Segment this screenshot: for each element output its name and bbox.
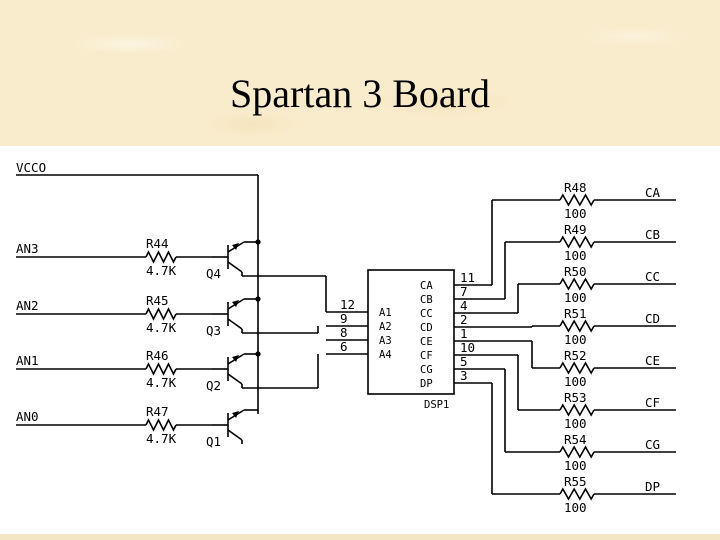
anode-pin-name: A4: [379, 349, 392, 361]
segment-resistor-symbol: [559, 277, 595, 291]
segment-pin-name: CA: [420, 280, 433, 292]
segment-pin-number: 7: [460, 284, 468, 299]
segment-resistor-symbol: [559, 193, 595, 207]
base-resistor-value: 4.7K: [146, 431, 177, 446]
segment-pin-number: 3: [460, 368, 468, 383]
segment-resistor-value: 100: [564, 290, 587, 305]
segment-resistor-ref: R49: [564, 222, 587, 237]
transistor-ref: Q4: [206, 266, 221, 281]
base-resistor-symbol: [145, 307, 177, 321]
emitter-arrow: [232, 411, 239, 418]
base-resistor-ref: R45: [146, 293, 169, 308]
segment-pin-name: CC: [420, 308, 433, 320]
segment-net-label: CC: [645, 269, 660, 284]
anode-net-label: AN2: [16, 298, 39, 313]
display-body: [367, 269, 455, 395]
segment-resistor-symbol: [559, 319, 595, 333]
segment-resistor-value: 100: [564, 374, 587, 389]
junction-dot: [255, 351, 261, 357]
segment-pin-number: 5: [460, 354, 468, 369]
segment-resistor-symbol: [559, 487, 595, 501]
base-resistor-symbol: [145, 250, 177, 264]
segment-pin-number: 1: [460, 326, 468, 341]
segment-resistor-value: 100: [564, 500, 587, 515]
base-resistor-ref: R44: [146, 236, 169, 251]
segment-pin-name: CG: [420, 364, 433, 376]
segment-resistor-symbol: [559, 403, 595, 417]
segment-pin-name: CB: [420, 294, 433, 306]
title-band: [0, 0, 720, 146]
segment-resistor-ref: R51: [564, 306, 587, 321]
segment-resistor-value: 100: [564, 458, 587, 473]
segment-pin-number: 11: [460, 270, 475, 285]
anode-pin-number: 12: [340, 297, 355, 312]
base-resistor-symbol: [145, 418, 177, 432]
anode-net-label: AN0: [16, 409, 39, 424]
anode-pin-number: 6: [340, 339, 348, 354]
anode-pin-number: 8: [340, 325, 348, 340]
segment-resistor-value: 100: [564, 416, 587, 431]
junction-dot: [255, 296, 261, 302]
segment-pin-name: CF: [420, 350, 433, 362]
transistor-ref: Q2: [206, 378, 221, 393]
segment-resistor-value: 100: [564, 206, 587, 221]
segment-resistor-symbol: [559, 361, 595, 375]
slide-title: Spartan 3 Board: [230, 71, 490, 116]
display-ref: DSP1: [424, 399, 449, 411]
anode-pin-name: A2: [379, 321, 392, 333]
segment-resistor-symbol: [559, 235, 595, 249]
base-resistor-ref: R46: [146, 348, 169, 363]
anode-pin-number: 9: [340, 311, 348, 326]
segment-pin-number: 10: [460, 340, 475, 355]
base-resistor-value: 4.7K: [146, 263, 177, 278]
segment-resistor-ref: R48: [564, 180, 587, 195]
transistor-collector: [227, 373, 243, 385]
bottom-band: [0, 534, 720, 540]
transistor-ref: Q3: [206, 323, 221, 338]
emitter-arrow: [232, 355, 239, 362]
transistor-collector: [227, 318, 243, 330]
base-resistor-symbol: [145, 362, 177, 376]
anode-pin-name: A3: [379, 335, 392, 347]
segment-net-label: CG: [645, 437, 660, 452]
segment-net-label: CA: [645, 185, 661, 200]
transistor-collector: [227, 261, 243, 273]
anode-net-label: AN3: [16, 241, 39, 256]
segment-resistor-ref: R55: [564, 474, 587, 489]
segment-pin-number: 2: [460, 312, 468, 327]
transistor-ref: Q1: [206, 434, 221, 449]
base-resistor-value: 4.7K: [146, 375, 177, 390]
segment-resistor-symbol: [559, 445, 595, 459]
anode-net-label: AN1: [16, 353, 39, 368]
segment-resistor-value: 100: [564, 248, 587, 263]
segment-pin-name: DP: [420, 378, 433, 390]
segment-net-label: CF: [645, 395, 660, 410]
segment-pin-name: CD: [420, 322, 433, 334]
segment-pin-number: 4: [460, 298, 468, 313]
anode-pin-name: A1: [379, 307, 392, 319]
emitter-arrow: [232, 300, 239, 307]
segment-net-label: CB: [645, 227, 660, 242]
segment-resistor-ref: R54: [564, 432, 587, 447]
junction-dot: [255, 239, 261, 245]
base-resistor-ref: R47: [146, 404, 169, 419]
segment-net-label: CE: [645, 353, 660, 368]
vcco-label: VCCO: [16, 160, 46, 175]
segment-pin-name: CE: [420, 336, 433, 348]
segment-net-label: DP: [645, 479, 660, 494]
segment-resistor-ref: R53: [564, 390, 587, 405]
base-resistor-value: 4.7K: [146, 320, 177, 335]
emitter-arrow: [232, 243, 239, 250]
transistor-collector: [227, 429, 243, 441]
segment-net-label: CD: [645, 311, 660, 326]
segment-resistor-value: 100: [564, 332, 587, 347]
segment-resistor-ref: R52: [564, 348, 587, 363]
segment-resistor-ref: R50: [564, 264, 587, 279]
